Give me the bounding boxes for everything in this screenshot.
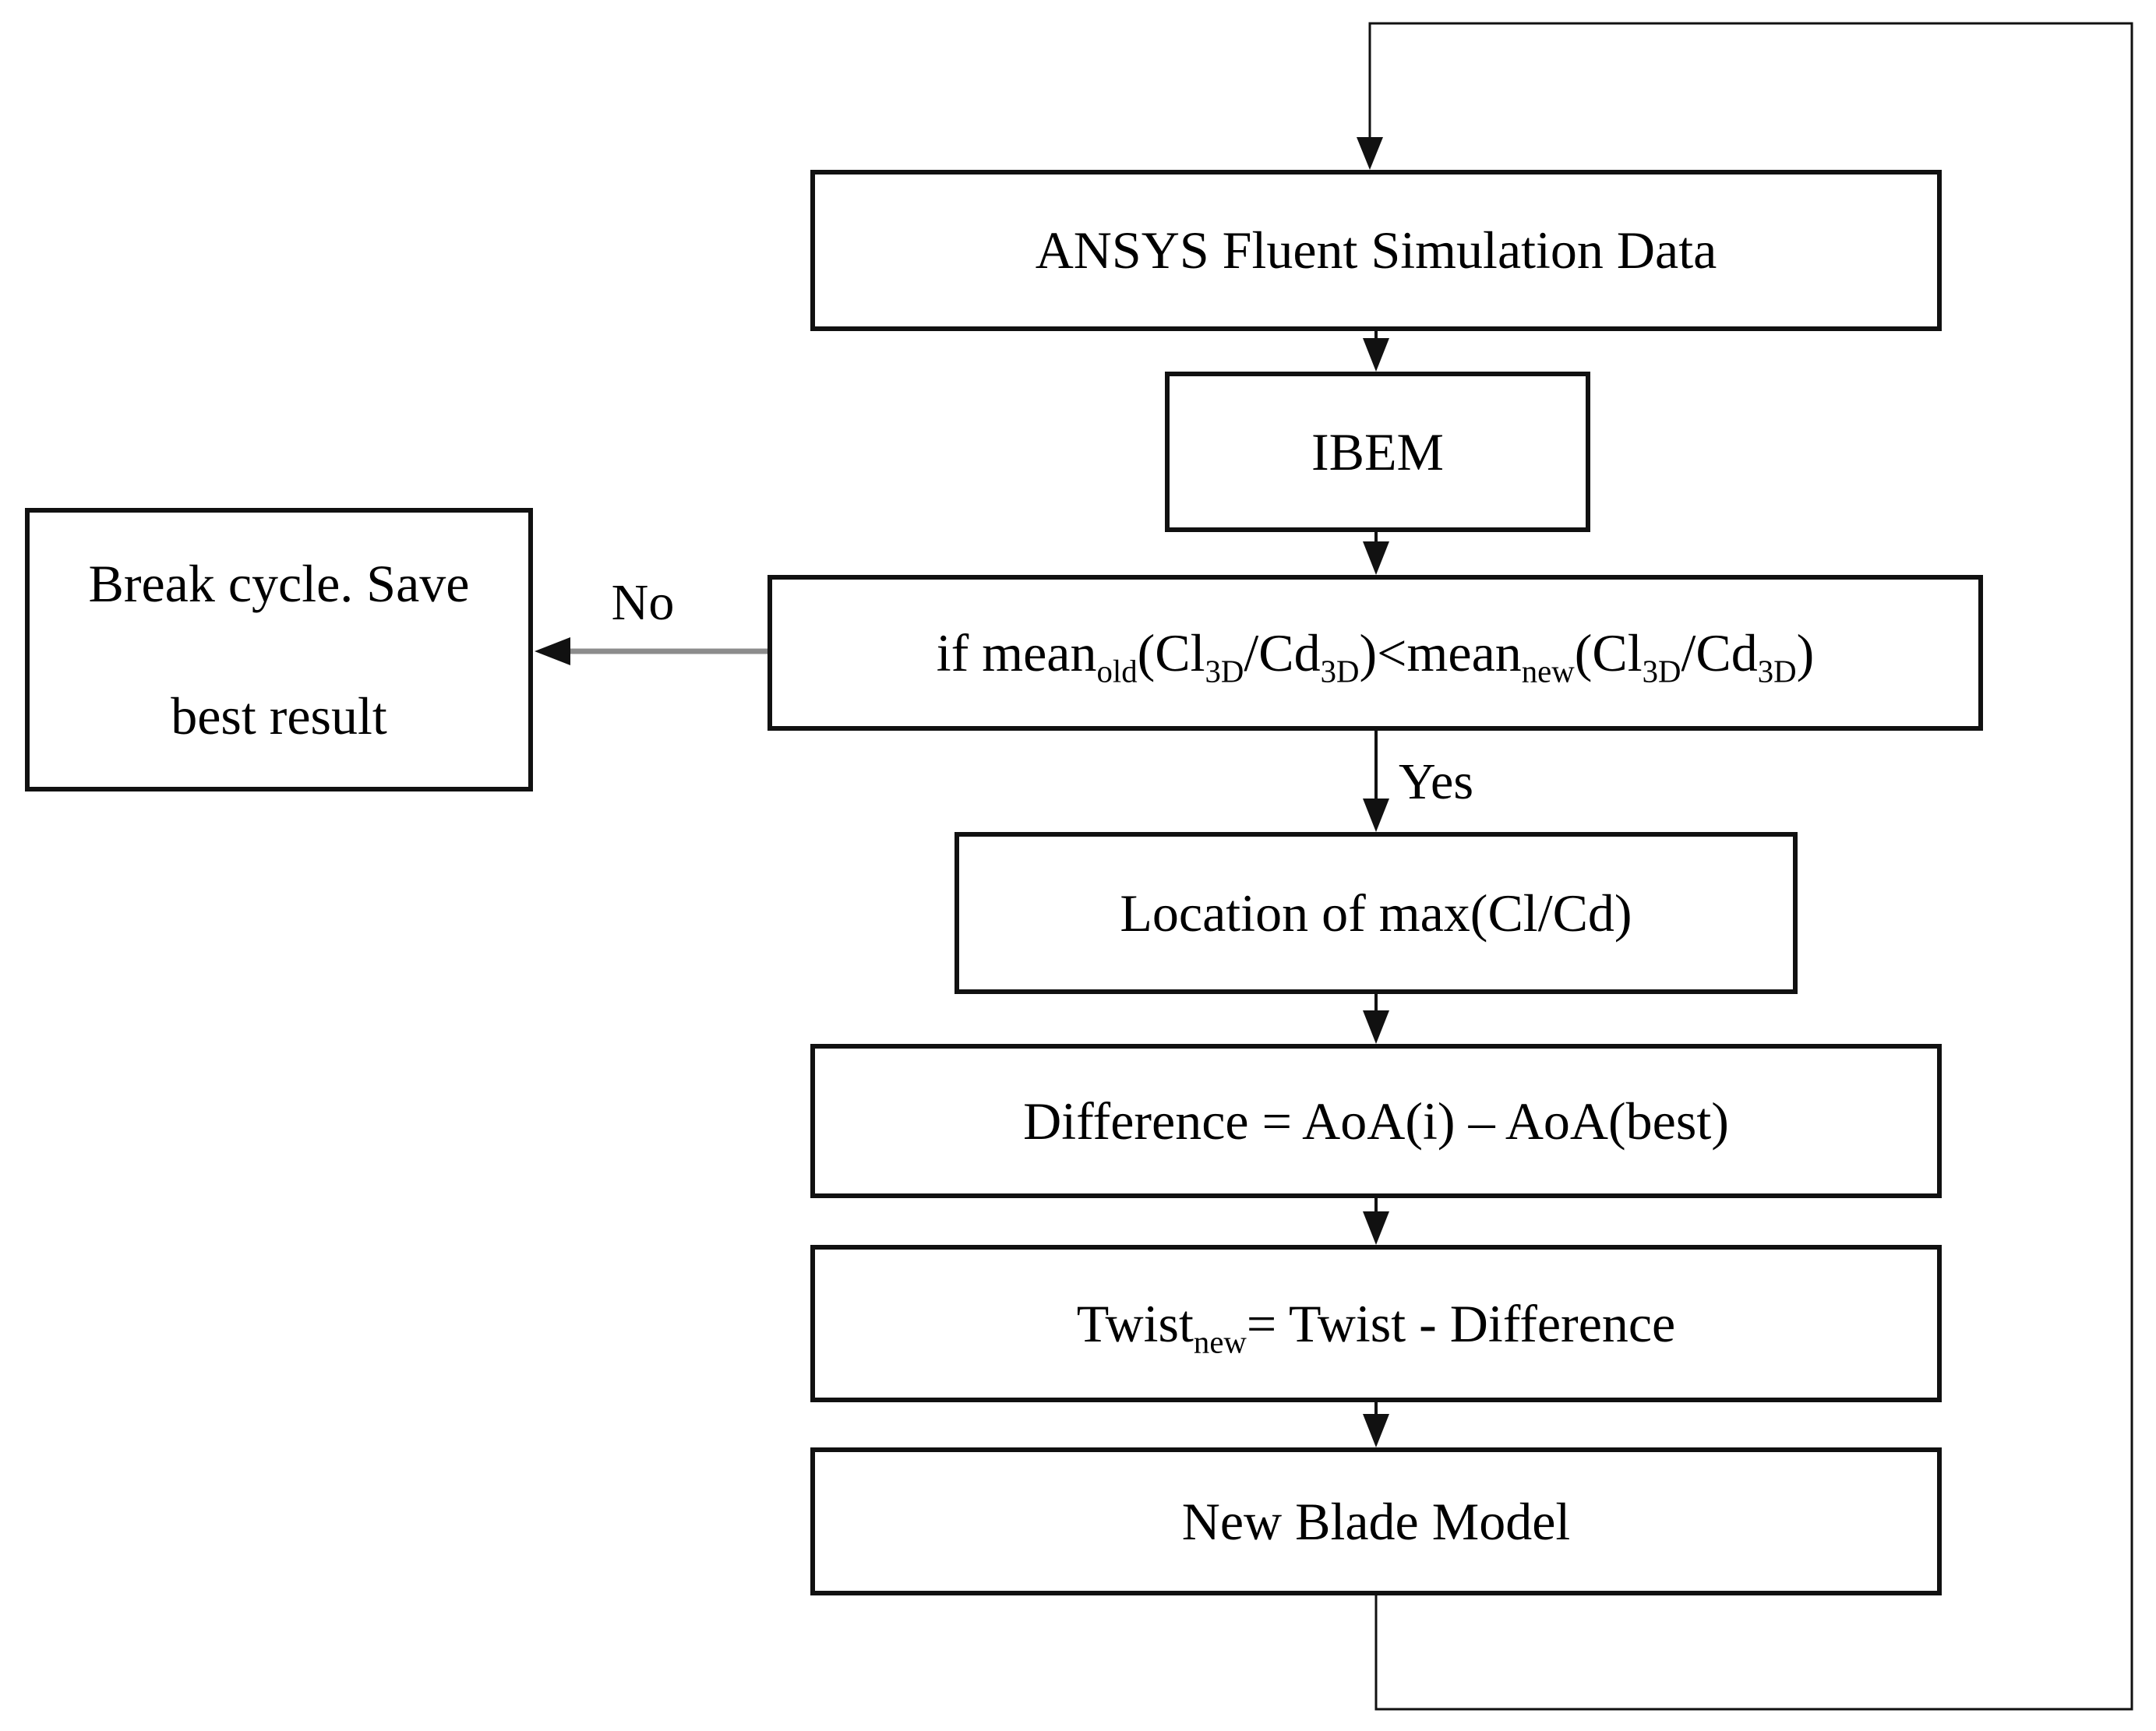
node-label: New Blade Model [1181, 1491, 1571, 1551]
node-label: Location of max(Cl/Cd) [1120, 883, 1632, 943]
arrow-ibem-to-decision [1363, 532, 1389, 575]
flow-node-new-blade-model: New Blade Model [810, 1447, 1942, 1595]
flow-node-ansys-fluent-simulation-data: ANSYS Fluent Simulation Data [810, 170, 1942, 331]
arrow-difference-to-twist [1363, 1198, 1389, 1245]
flow-node-ibem: IBEM [1165, 372, 1590, 532]
no-branch-label: No [611, 574, 675, 631]
node-label: ANSYS Fluent Simulation Data [1035, 220, 1717, 280]
node-label-line1: Break cycle. Save [88, 553, 470, 613]
flow-node-mean-comparison-condition: if meanold(Cl3D/Cd3D)<meannew(Cl3D/Cd3D) [767, 575, 1983, 731]
node-label-rich: if meanold(Cl3D/Cd3D)<meannew(Cl3D/Cd3D) [936, 622, 1815, 689]
node-label: IBEM [1311, 421, 1444, 481]
yes-branch-label: Yes [1399, 753, 1474, 810]
node-label: Difference = AoA(i) – AoA(best) [1023, 1091, 1729, 1151]
flow-node-twist-new: Twistnew= Twist - Difference [810, 1245, 1942, 1402]
node-label-line2: best result [171, 686, 387, 746]
flow-node-location-of-max-cl-cd: Location of max(Cl/Cd) [954, 832, 1798, 994]
arrow-ansys-to-ibem [1363, 331, 1389, 372]
arrow-location-to-difference [1363, 994, 1389, 1044]
no-arrow [535, 637, 767, 665]
node-label-rich: Twistnew= Twist - Difference [1076, 1293, 1676, 1360]
flow-node-difference-aoa: Difference = AoA(i) – AoA(best) [810, 1044, 1942, 1198]
arrow-twist-to-newblade [1363, 1402, 1389, 1447]
yes-arrow [1363, 731, 1389, 832]
flow-node-break-cycle-save-best-result: Break cycle. Save best result [25, 508, 533, 791]
